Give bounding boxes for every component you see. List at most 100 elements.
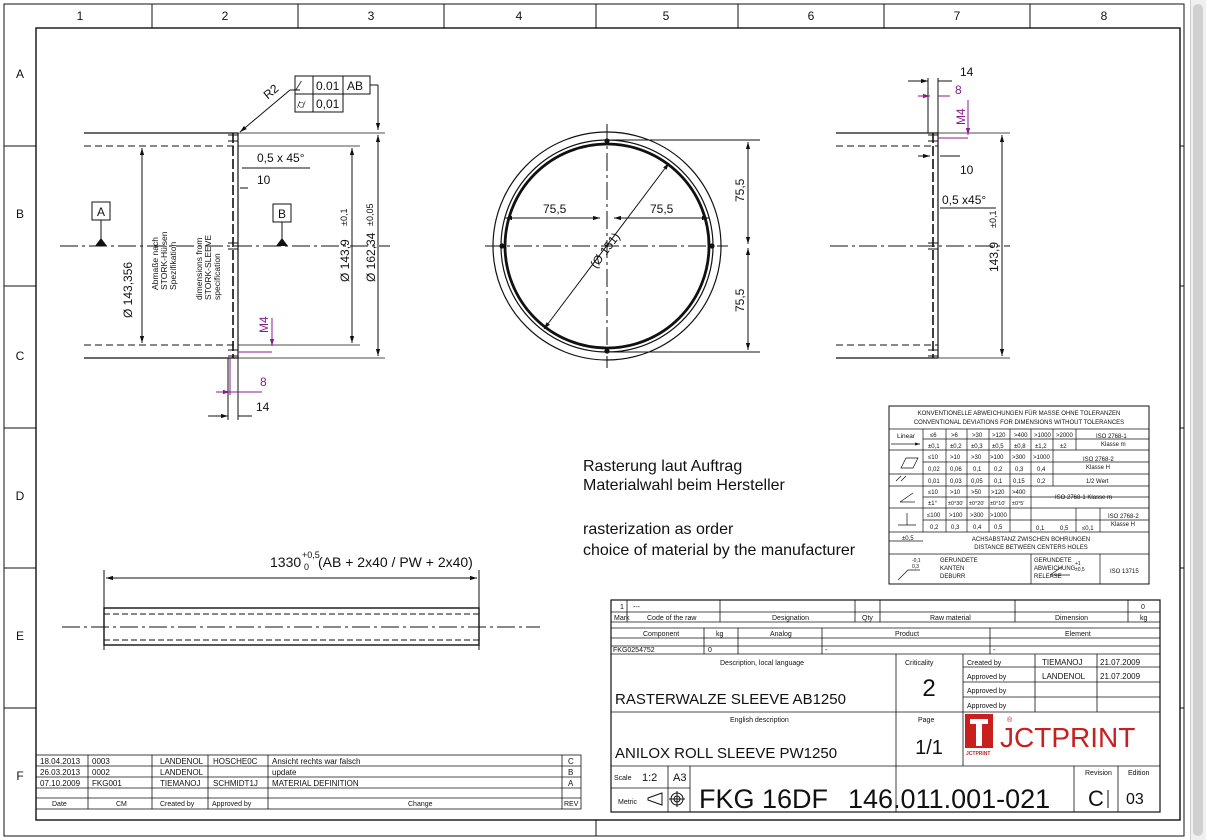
note-en-2: choice of material by the manufacturer [583,542,856,559]
jctprint-logo: JCTPRINT ® JCTPRINT [965,714,1135,757]
tol2-value: 0,01 [316,97,340,111]
front-holes [499,138,715,354]
svg-text:GERUNDETE: GERUNDETE [940,558,978,564]
hole-mark [604,348,610,354]
svg-text:Code of the raw: Code of the raw [647,615,697,622]
svg-text:±2: ±2 [1060,444,1067,450]
flatness-symbol-icon: ⁄ [295,78,302,93]
logo-small-text: JCTPRINT [966,751,990,757]
svg-text:Raw material: Raw material [930,615,971,622]
title-block-text: Description, local language RASTERWALZE … [614,658,1150,814]
svg-text:-: - [825,647,828,654]
dia-143-tol: ±0,1 [339,209,349,226]
datum-a-triangle [95,238,107,246]
svg-text:Created by: Created by [967,660,1002,667]
svg-text:0,1: 0,1 [1036,526,1045,532]
right-dim-8: 8 [955,83,962,97]
svg-text:0,02: 0,02 [928,467,940,473]
svg-text:B: B [568,768,573,777]
svg-text:±0°20': ±0°20' [969,501,984,507]
col-label: 8 [1101,9,1108,23]
svg-text:0,3: 0,3 [951,525,960,531]
svg-text:0,1: 0,1 [994,479,1003,485]
revision-table-text: 18.04.2013 0003 LANDENOL HOSCHE0C Ansich… [40,757,579,808]
svg-text:DEBURR: DEBURR [940,574,966,580]
svg-text:Page: Page [918,717,934,724]
col-label: 4 [516,9,523,23]
left-section-view [60,75,390,420]
svg-text:21.07.2009: 21.07.2009 [1100,658,1141,667]
svg-text:>300: >300 [1012,455,1026,461]
svg-text:±0°10': ±0°10' [990,501,1005,507]
length-tol-upper: +0,5 [302,550,320,560]
svg-text:≤10: ≤10 [928,490,939,496]
svg-text:DISTANCE BETWEEN CENTERS HOLES: DISTANCE BETWEEN CENTERS HOLES [974,545,1088,551]
dim-755-bottom: 75,5 [733,288,747,312]
svg-text:0,1: 0,1 [973,467,982,473]
notes: Rasterung laut Auftrag Materialwahl beim… [583,458,856,559]
dim-8-label: 8 [260,375,267,389]
svg-text:Klasse H: Klasse H [1086,465,1110,471]
svg-text:Analog: Analog [770,631,792,638]
svg-text:Ansicht rechts war falsch: Ansicht rechts war falsch [272,757,360,766]
svg-text:0,3: 0,3 [912,564,919,570]
datum-b-triangle [276,238,288,246]
svg-text:±0°5': ±0°5' [1012,501,1024,507]
svg-text:Linear: Linear [897,433,916,440]
svg-text:RELEASE: RELEASE [1034,574,1062,580]
revision-value: C [1088,786,1104,811]
row-label: E [16,629,24,643]
svg-text:ISO 2768-1: ISO 2768-1 [1096,434,1127,440]
long-view [62,570,540,650]
chamfer-label: 0,5 x 45° [257,151,305,165]
svg-text:>400: >400 [1014,433,1028,439]
svg-text:SCHMIDT1J: SCHMIDT1J [213,779,258,788]
dim-10-label: 10 [257,173,271,187]
svg-text:ACHSABSTANZ ZWISCHEN BOHRUNGEN: ACHSABSTANZ ZWISCHEN BOHRUNGEN [972,537,1090,543]
hole-mark [499,243,505,249]
svg-text:±1,2: ±1,2 [1035,444,1047,450]
logo-text: JCTPRINT [1000,722,1135,753]
front-view-text: 75,5 75,5 75,5 75,5 (Ø 151) [543,178,747,312]
svg-text:±0,5: ±0,5 [992,444,1004,450]
svg-text:±1°: ±1° [928,501,938,507]
svg-text:>1000: >1000 [1034,433,1052,439]
right-view-text: 14 8 M4 10 0,5 x45° 143,9 ±0,1 [942,65,1001,272]
left-magenta-dims [216,318,275,395]
svg-text:ISO 13715: ISO 13715 [1110,569,1139,575]
note-de-2: Materialwahl beim Hersteller [583,477,786,494]
svg-text:Approved by: Approved by [967,674,1007,681]
svg-text:≤10: ≤10 [928,455,939,461]
svg-text:Designation: Designation [772,615,809,622]
right-dia-143: 143,9 [987,242,1001,272]
bom-table [610,599,1161,813]
col-label: 1 [77,9,84,23]
svg-text:TIEMANOJ: TIEMANOJ [160,779,200,788]
svg-text:Revision: Revision [1085,770,1112,777]
svg-text:Approved by: Approved by [212,801,252,808]
cylindricity-symbol-icon: ⌭ [297,97,306,111]
right-magenta-dims [918,93,971,139]
right-chamfer: 0,5 x45° [942,193,986,207]
svg-text:kg: kg [1140,615,1148,622]
svg-text:0: 0 [1141,604,1145,611]
hole-mark [604,138,610,144]
length-dim-text: 1330 +0,5 0 (AB + 2x40 / PW + 2x40) [270,550,473,572]
svg-text:English description: English description [730,717,789,724]
svg-text:Approved by: Approved by [967,688,1007,695]
svg-text:>30: >30 [972,433,983,439]
svg-text:Product: Product [895,631,919,638]
svg-text:FKG001: FKG001 [92,779,122,788]
dim-14-label: 14 [256,400,270,414]
svg-text:LANDENOL: LANDENOL [1042,672,1086,681]
scrollbar-thumb[interactable] [1193,4,1203,836]
dim-755-top: 75,5 [733,178,747,202]
dia-162-tol: ±0,05 [365,204,375,226]
svg-text:±0°30': ±0°30' [948,501,963,507]
svg-text:Klasse m: Klasse m [1101,442,1126,448]
dia-143-label: Ø 143,9 [338,239,352,282]
dia-inner-label: Ø 143,356 [121,262,135,318]
svg-text:update: update [272,768,297,777]
svg-text:FKG0254752: FKG0254752 [613,647,655,654]
